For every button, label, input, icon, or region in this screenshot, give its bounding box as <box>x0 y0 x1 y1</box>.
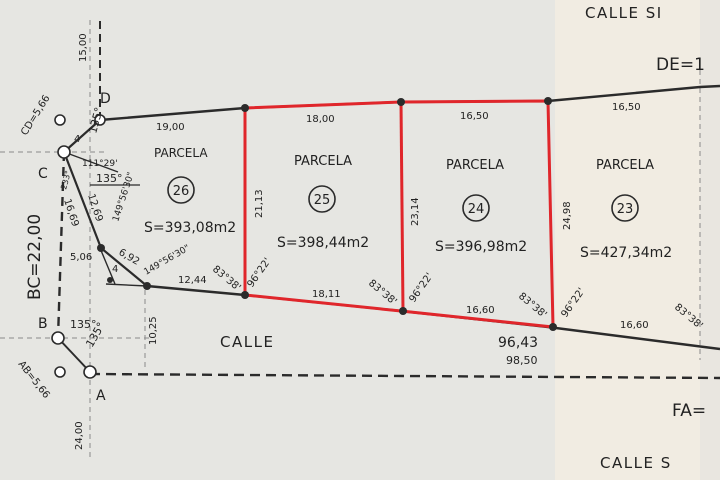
dim-p24-bottom: 16,60 <box>466 305 495 316</box>
dim-small-506: 5,06 <box>70 252 92 263</box>
vertex-ab-marker <box>54 366 66 378</box>
paper-right-margin <box>555 0 720 480</box>
dim-p26-top: 19,00 <box>156 122 185 133</box>
vertex-b-marker <box>51 331 65 345</box>
parcel-23-label: PARCELA <box>596 158 654 173</box>
street-bottom-label: CALLE S <box>600 454 672 472</box>
dim-p26-bottom: 12,44 <box>178 275 207 286</box>
vertex-a-label: A <box>96 388 106 404</box>
angle-c-135: 135° <box>96 172 123 185</box>
parcel-25-number: 25 <box>314 193 331 208</box>
dim-p23-top: 16,50 <box>612 102 641 113</box>
dim-small-4-bottom: 4 <box>112 264 118 275</box>
segment-top-15-label: 15,00 <box>78 33 89 62</box>
vertex-c-label: C <box>38 166 48 182</box>
parcel-26-label: PARCELA <box>154 146 208 160</box>
dim-p24-right: 24,98 <box>562 201 573 230</box>
dim-p25-top: 18,00 <box>306 114 335 125</box>
segment-bottom-24-label: 24,00 <box>74 421 85 450</box>
vertex-d-marker <box>94 114 106 126</box>
segment-de-label: DE=1 <box>656 55 705 75</box>
vertex-c-marker <box>57 145 71 159</box>
dim-p24-top: 16,50 <box>460 111 489 122</box>
parcel-26-circle <box>167 176 195 204</box>
vertex-cd-marker <box>54 114 66 126</box>
segment-bc-line <box>56 151 66 339</box>
segment-ab-line <box>57 337 91 373</box>
parcel-26-number: 26 <box>173 184 190 199</box>
parcel-25-label: PARCELA <box>294 154 352 169</box>
parcel-25-area: S=398,44m2 <box>277 235 369 251</box>
parcel-23-circle <box>611 194 639 222</box>
vertex-a-marker <box>83 365 97 379</box>
parcel-24-number: 24 <box>468 202 485 217</box>
corner-construction-2 <box>105 283 148 287</box>
dim-total-9643: 96,43 <box>498 335 538 351</box>
street-top-label: CALLE SI <box>585 4 663 22</box>
dim-small-4-top: 4 <box>74 134 80 145</box>
angle-arc-c <box>63 151 119 173</box>
dim-p25-bottom: 18,11 <box>312 289 341 300</box>
parcel-23-number: 23 <box>617 202 634 217</box>
street-middle-label: CALLE <box>220 333 274 351</box>
parcel-23-area: S=427,34m2 <box>580 245 672 261</box>
angle-b-135a: 135° <box>70 318 97 331</box>
parcel-24-label: PARCELA <box>446 158 504 173</box>
vertex-b-label: B <box>38 316 48 332</box>
parcel-24-area: S=396,98m2 <box>435 239 527 255</box>
corner-construction <box>99 247 116 285</box>
parcel-24-circle <box>462 194 490 222</box>
dim-p24-left: 23,14 <box>410 197 421 226</box>
angle-c-111: 111°29' <box>82 159 118 169</box>
vertex-d-label: D <box>100 91 111 107</box>
dim-total-9850: 98,50 <box>506 354 538 367</box>
paper-edge <box>700 0 720 480</box>
dim-p25-left: 21,13 <box>254 189 265 218</box>
dim-vert-1025: 10,25 <box>148 316 159 345</box>
segment-fa-label: FA= <box>672 401 706 421</box>
parcel-number-circles <box>167 176 639 222</box>
parcel-26-area: S=393,08m2 <box>144 220 236 236</box>
parcel-26-left-edge <box>62 119 148 287</box>
segment-bc-label: BC=22,00 <box>25 214 45 300</box>
vertex-dots <box>97 97 557 331</box>
vertex-open-circles <box>51 114 106 379</box>
highlight-divider <box>399 101 405 312</box>
dim-p23-bottom: 16,60 <box>620 320 649 331</box>
parcel-25-circle <box>308 185 336 213</box>
street-lower-boundary <box>89 372 720 380</box>
construction-lines <box>0 20 701 460</box>
